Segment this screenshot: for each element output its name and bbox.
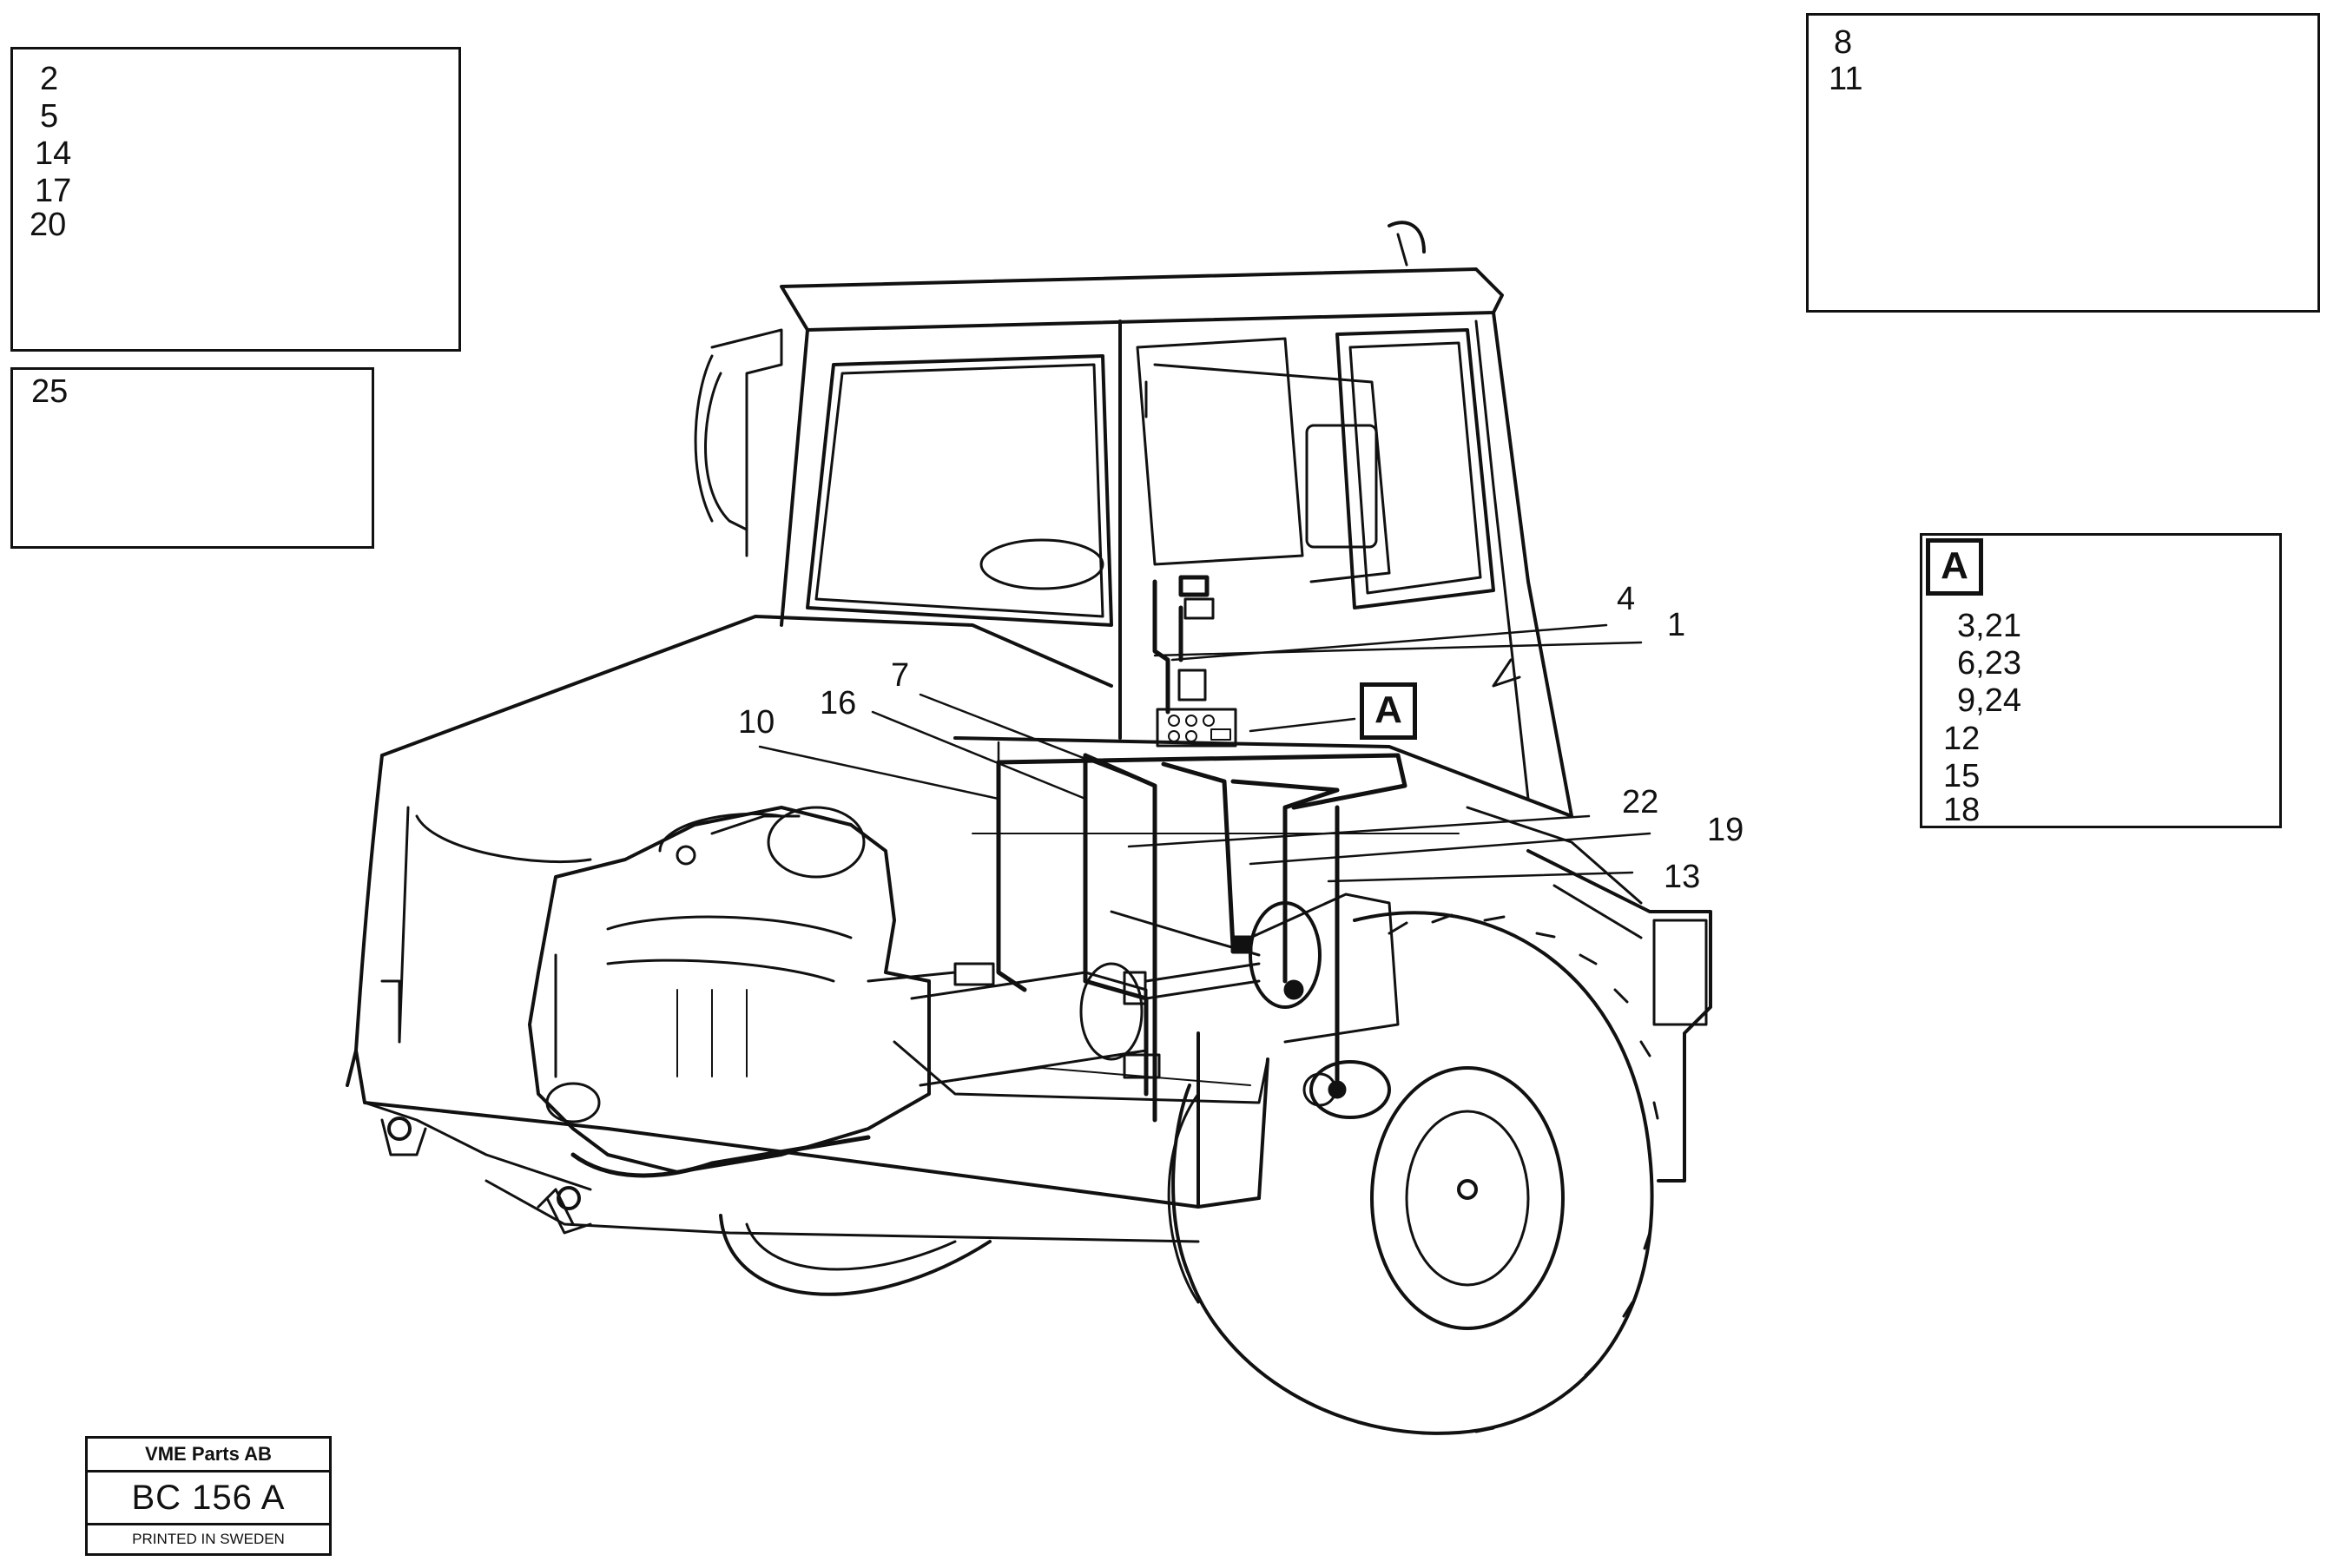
plug-inset-box xyxy=(10,47,461,352)
rear-wheel xyxy=(719,1214,992,1296)
callout-19: 19 xyxy=(1707,812,1744,848)
grommet-part-number: 12 xyxy=(1943,721,1981,757)
machine-body xyxy=(346,615,1573,1243)
detail-a-reference-tag: A xyxy=(1360,682,1417,740)
cab xyxy=(694,221,1573,818)
callout-10: 10 xyxy=(738,704,775,741)
stamp-drawing-code: BC 156 A xyxy=(88,1472,329,1525)
title-stamp: VME Parts AB BC 156 A PRINTED IN SWEDEN xyxy=(85,1436,332,1556)
detail-a-tag: A xyxy=(1926,538,1983,596)
strap-inset-box xyxy=(10,367,374,549)
callout-7: 7 xyxy=(891,657,910,694)
callout-4: 4 xyxy=(1617,581,1636,617)
strap-part-number: 25 xyxy=(31,373,69,410)
plug-part-number: 17 xyxy=(35,173,72,209)
grommet-part-number: 3,21 xyxy=(1957,608,2021,644)
plug-part-number: 14 xyxy=(35,135,72,172)
connector-part-number: 8 xyxy=(1834,24,1853,61)
callout-1: 1 xyxy=(1667,607,1686,643)
stamp-company: VME Parts AB xyxy=(88,1439,329,1472)
callout-13: 13 xyxy=(1664,859,1701,895)
wiring-harness xyxy=(570,575,1407,1178)
callout-22: 22 xyxy=(1622,784,1659,820)
grommet-part-number: 18 xyxy=(1943,792,1981,828)
callout-16: 16 xyxy=(820,685,857,721)
plug-part-number: 20 xyxy=(30,207,67,243)
grommet-part-number: 15 xyxy=(1943,758,1981,794)
connector-inset-box xyxy=(1806,13,2320,313)
connector-part-number: 11 xyxy=(1829,61,1863,97)
front-wheel xyxy=(1167,806,1712,1435)
stamp-printed-note: PRINTED IN SWEDEN xyxy=(132,1531,285,1547)
grommet-part-number: 6,23 xyxy=(1957,645,2021,682)
plug-part-number: 5 xyxy=(40,98,59,135)
engine xyxy=(528,806,1400,1174)
plug-part-number: 2 xyxy=(40,61,59,97)
grommet-part-number: 9,24 xyxy=(1957,682,2021,719)
leader-lines xyxy=(758,623,1651,883)
